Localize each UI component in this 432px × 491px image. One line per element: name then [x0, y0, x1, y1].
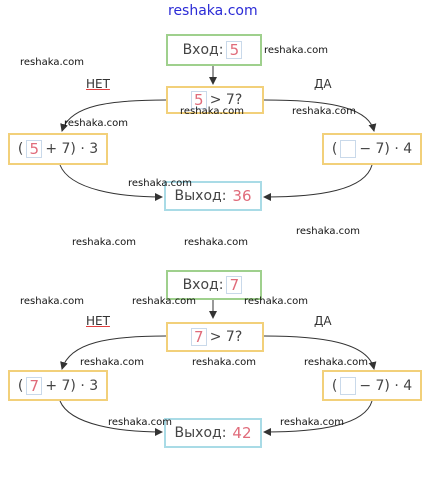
watermark: reshaka.com	[132, 296, 196, 307]
watermark: reshaka.com	[292, 106, 356, 117]
yes-branch-empty-cell	[340, 140, 357, 158]
yes-branch-open: (	[331, 377, 338, 394]
output-value: 42	[232, 424, 252, 442]
input-label: Вход:	[182, 277, 224, 293]
arrow-no-to-output	[59, 164, 163, 201]
watermark: reshaka.com	[264, 45, 328, 56]
arrow-to-no-branch	[60, 335, 167, 370]
arrow-yes-to-output	[263, 164, 373, 201]
watermark-top: reshaka.com	[168, 3, 258, 19]
arrow-to-yes-branch	[263, 335, 377, 370]
arrow-no-to-output	[59, 400, 163, 436]
condition-value: 5	[190, 91, 207, 109]
output-box: Выход: 42	[164, 418, 262, 448]
watermark: reshaka.com	[184, 237, 248, 248]
yes-branch-expression: − 7) · 4	[359, 141, 413, 157]
condition-box: 5 > 7?	[166, 86, 264, 114]
watermark: reshaka.com	[64, 118, 128, 129]
watermark: reshaka.com	[244, 296, 308, 307]
output-box: Выход: 36	[164, 181, 262, 211]
watermark: reshaka.com	[280, 417, 344, 428]
watermark: reshaka.com	[20, 296, 84, 307]
input-box: Вход: 5	[166, 34, 262, 66]
yes-branch-box: ( − 7) · 4	[322, 370, 422, 401]
condition-value: 7	[190, 328, 207, 346]
no-branch-open: (	[17, 141, 24, 157]
no-label: НЕТ	[86, 314, 110, 328]
arrow-to-no-branch	[60, 99, 167, 132]
watermark: reshaka.com	[192, 357, 256, 368]
watermark: reshaka.com	[20, 57, 84, 68]
watermark: reshaka.com	[180, 106, 244, 117]
no-branch-box: ( 5 + 7) · 3	[8, 133, 108, 165]
input-box: Вход: 7	[166, 270, 262, 300]
yes-branch-empty-cell	[340, 376, 357, 395]
output-value: 36	[232, 187, 252, 205]
condition-text: > 7?	[209, 329, 243, 345]
no-branch-open: (	[17, 377, 24, 394]
watermark: reshaka.com	[72, 237, 136, 248]
yes-label: ДА	[314, 77, 332, 91]
output-label: Выход:	[174, 425, 227, 441]
no-branch-box: ( 7 + 7) · 3	[8, 370, 108, 401]
watermark: reshaka.com	[304, 357, 368, 368]
watermark: reshaka.com	[80, 357, 144, 368]
no-label: НЕТ	[86, 77, 110, 91]
watermark: reshaka.com	[128, 178, 192, 189]
yes-branch-box: ( − 7) · 4	[322, 133, 422, 165]
no-branch-expression: + 7) · 3	[45, 141, 99, 157]
input-label: Вход:	[182, 42, 224, 58]
yes-branch-open: (	[331, 141, 338, 157]
input-value: 5	[226, 41, 243, 59]
condition-text: > 7?	[209, 92, 243, 108]
input-value: 7	[226, 276, 243, 294]
watermark: reshaka.com	[296, 226, 360, 237]
yes-branch-expression: − 7) · 4	[359, 377, 413, 394]
condition-box: 7 > 7?	[166, 322, 264, 352]
arrow-to-yes-branch	[263, 99, 377, 132]
watermark: reshaka.com	[108, 417, 172, 428]
no-branch-expression: + 7) · 3	[45, 377, 99, 394]
no-branch-value: 5	[26, 140, 43, 158]
arrow-yes-to-output	[263, 400, 373, 436]
output-label: Выход:	[174, 188, 227, 204]
no-branch-value: 7	[26, 376, 43, 395]
yes-label: ДА	[314, 314, 332, 328]
